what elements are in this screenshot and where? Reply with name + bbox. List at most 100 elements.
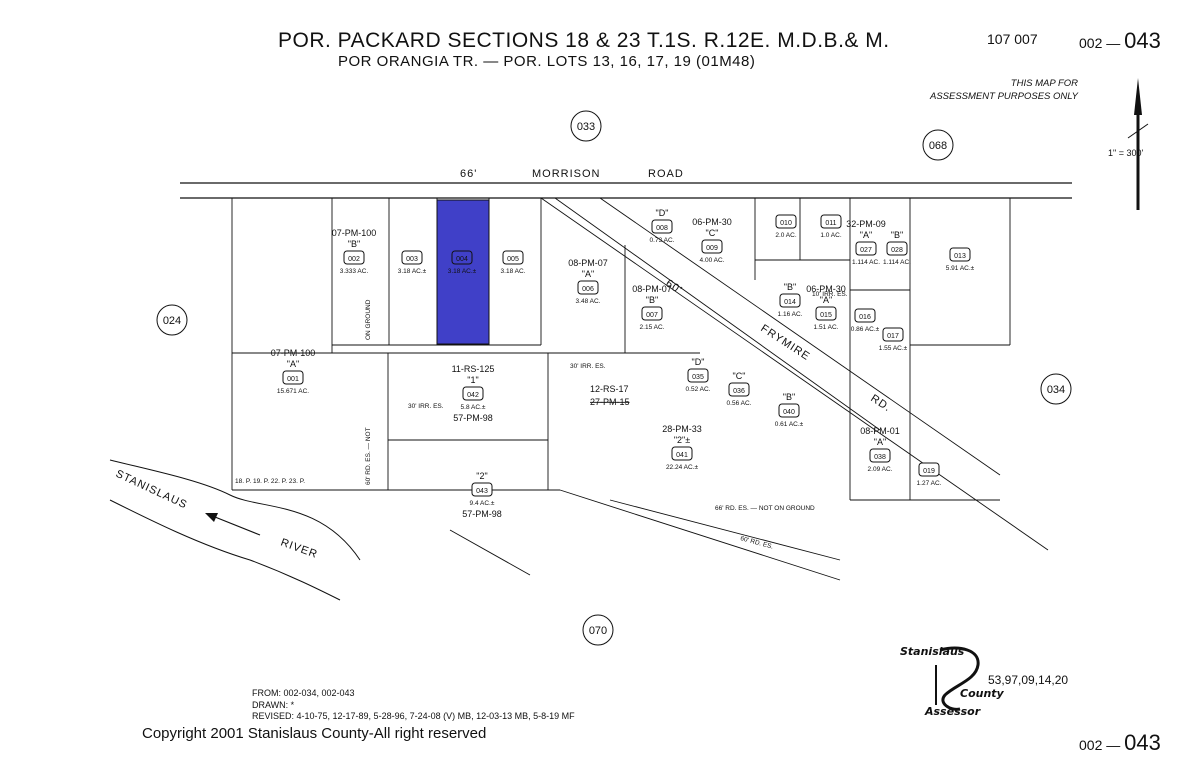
logo-text-1: Stanislaus: [900, 645, 965, 658]
parcel-number: 042: [467, 392, 479, 399]
parcel-acreage: 1.114 AC.: [852, 259, 880, 266]
parcel-number-box: [778, 403, 800, 418]
parcel-pm-label: 06-PM-30: [692, 217, 732, 227]
parcel-lot-label: "D": [656, 208, 669, 218]
road-name-frymire: FRYMIRE: [758, 322, 812, 363]
parcel-number: 001: [287, 376, 299, 383]
parcel-number: 035: [692, 374, 704, 381]
parcel-number: 003: [406, 256, 418, 263]
parcel-number: 009: [706, 245, 718, 252]
parcel-pm-label: 08-PM-01: [860, 426, 900, 436]
road-width-morrison: 66': [460, 168, 477, 180]
parcel-035[interactable]: "D" 035 0.52 AC.: [686, 357, 711, 393]
parcel-number: 040: [783, 409, 795, 416]
parcel-pm-label: 32-PM-09: [846, 219, 886, 229]
parcel-pm-label: 11-RS-125: [452, 364, 495, 374]
parcel-number-box: [820, 214, 842, 229]
parcel-acreage: 2.0 AC.: [775, 232, 797, 239]
parcel-number-box: [949, 247, 971, 262]
revision-block: FROM: 002-034, 002-043 DRAWN: * REVISED:…: [252, 688, 575, 723]
road-type-frymire: RD.: [868, 392, 893, 414]
parcel-number-box: [671, 446, 693, 461]
map-title: POR. PACKARD SECTIONS 18 & 23 T.1S. R.12…: [278, 29, 890, 52]
parcel-acreage: 0.73 AC.: [650, 237, 675, 244]
parcel-008[interactable]: "D" 008 0.73 AC.: [650, 208, 675, 244]
label-12-rs-17: 12-RS-17: [590, 384, 629, 394]
parcel-number-box: [451, 250, 473, 265]
parcel-acreage: 3.18 AC.: [501, 268, 526, 275]
parcel-lot-label: "D": [692, 357, 705, 367]
parcel-lot-label: "B": [646, 295, 658, 305]
parcel-pm-label-2: 57-PM-98: [462, 509, 502, 519]
neighbor-070[interactable]: 070: [582, 614, 614, 646]
parcel-lot-label: "1": [467, 375, 478, 385]
parcel-lot-label: "B": [348, 239, 360, 249]
neighbor-024[interactable]: 024: [156, 304, 188, 336]
parcel-number: 041: [676, 452, 688, 459]
parcel-acreage: 2.09 AC.: [868, 466, 893, 473]
parcel-pm-label: 07-PM-100: [271, 348, 316, 358]
parcel-acreage: 22.24 AC.±: [666, 464, 699, 471]
river-flow-arrow-icon: [205, 513, 261, 536]
assessment-note: THIS MAP FOR ASSESSMENT PURPOSES ONLY: [930, 77, 1078, 103]
parcel-number-box: [728, 382, 750, 397]
parcel-acreage: 5.8 AC.±: [461, 404, 486, 411]
neighbor-068[interactable]: 068: [922, 129, 954, 161]
parcel-acreage: 15.671 AC.: [277, 388, 309, 395]
neighbor-033[interactable]: 033: [570, 110, 602, 142]
river-bank-north: [109, 459, 361, 561]
parcel-acreage: 4.00 AC.: [700, 257, 725, 264]
svg-text:070: 070: [589, 625, 607, 637]
logo-text-3: Assessor: [925, 705, 981, 718]
svg-text:068: 068: [929, 140, 947, 152]
parcel-number-box: [882, 327, 904, 342]
parcel-number: 005: [507, 256, 519, 263]
parcel-005[interactable]: 005 3.18 AC.: [501, 250, 526, 275]
neighbor-034[interactable]: 034: [1040, 373, 1072, 405]
parcel-pm-label: 08-PM-07: [632, 284, 672, 294]
parcel-acreage: 0.52 AC.: [686, 386, 711, 393]
svg-text:024: 024: [163, 315, 181, 327]
label-irr-30b: 30' IRR. ES.: [408, 403, 444, 410]
map-book-footer: 002 —: [1079, 737, 1121, 753]
easement-south-2: 60' RD. ES.: [739, 535, 774, 551]
parcel-number: 006: [582, 286, 594, 293]
parcel-lot-label: "A": [860, 230, 872, 240]
map-page-footer: 043: [1124, 730, 1161, 755]
svg-text:034: 034: [1047, 384, 1065, 396]
parcel-acreage: 0.86 AC.±: [851, 326, 880, 333]
parcel-number: 008: [656, 225, 668, 232]
copyright-text: Copyright 2001 Stanislaus County-All rig…: [142, 725, 487, 742]
parcel-acreage: 3.48 AC.: [576, 298, 601, 305]
parcel-lot-label: "A": [582, 269, 594, 279]
parcel-number: 002: [348, 256, 360, 263]
parcel-number-box: [918, 462, 940, 477]
note-line-1: THIS MAP FOR: [1010, 78, 1079, 89]
parcel-acreage: 1.55 AC.±: [879, 345, 908, 352]
tax-codes: 53,97,09,14,20: [988, 673, 1069, 687]
